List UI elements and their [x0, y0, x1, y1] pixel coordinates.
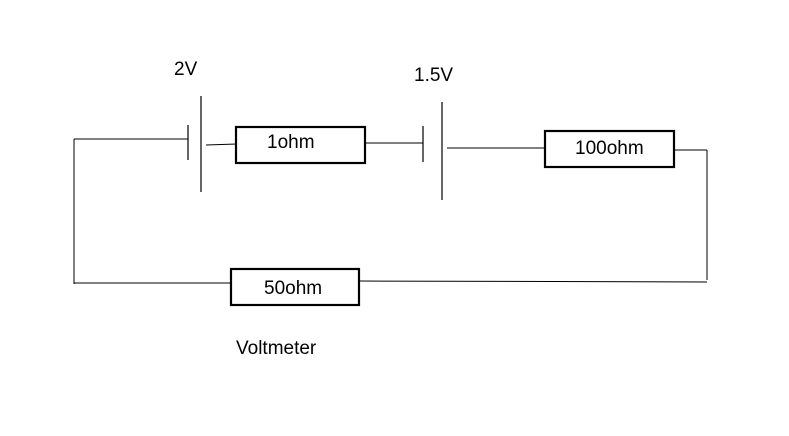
battery-1-5v: [422, 102, 443, 200]
resistor-label-100ohm: 100ohm: [575, 138, 644, 159]
resistor-label-50ohm: 50ohm: [264, 278, 322, 299]
voltage-label-2v: 2V: [174, 59, 198, 80]
resistor-label-1ohm: 1ohm: [267, 132, 315, 153]
battery-2v: [187, 96, 202, 192]
voltmeter-caption: Voltmeter: [236, 338, 317, 359]
wire-battery-to-1ohm: [205, 143, 238, 146]
resistor-50ohm: [229, 267, 361, 307]
voltage-label-1-5v: 1.5V: [414, 65, 453, 86]
wire-bottom-right: [358, 280, 708, 283]
resistor-100ohm: [543, 129, 676, 169]
resistor-1ohm: [234, 125, 367, 165]
